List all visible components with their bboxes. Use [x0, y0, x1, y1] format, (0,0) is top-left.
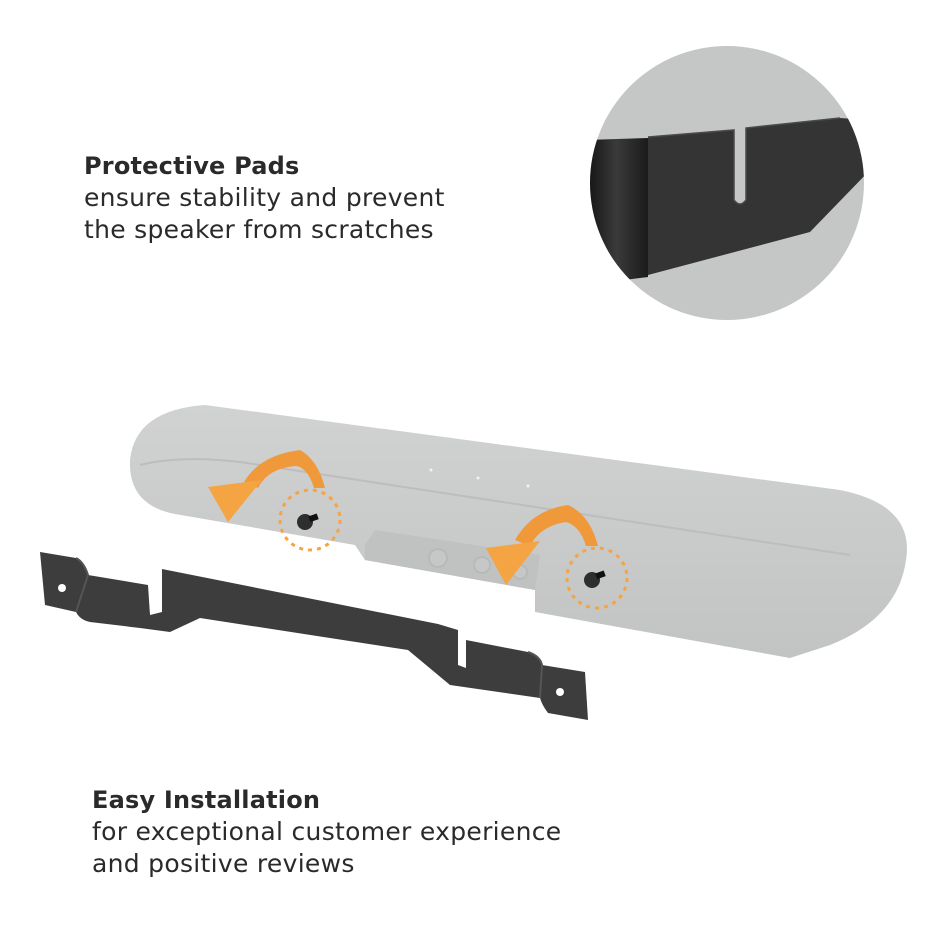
feature-title: Protective Pads [84, 152, 300, 180]
feature-title: Easy Installation [92, 786, 321, 814]
pad-closeup-circle [590, 46, 864, 320]
feature-description-line: for exceptional customer experience [92, 817, 562, 846]
rotate-arrow-left-icon [208, 450, 325, 522]
feature-easy-installation: Easy Installation for exceptional custom… [92, 784, 561, 880]
feature-description-line: ensure stability and prevent [84, 183, 445, 212]
screw-right [565, 546, 629, 610]
wall-bracket [40, 552, 588, 720]
screw-left [278, 488, 342, 552]
rotate-arrow-right-icon [486, 505, 598, 585]
speaker [129, 405, 907, 658]
feature-description-line: and positive reviews [92, 849, 355, 878]
feature-protective-pads: Protective Pads ensure stability and pre… [84, 150, 445, 246]
feature-description-line: the speaker from scratches [84, 215, 434, 244]
